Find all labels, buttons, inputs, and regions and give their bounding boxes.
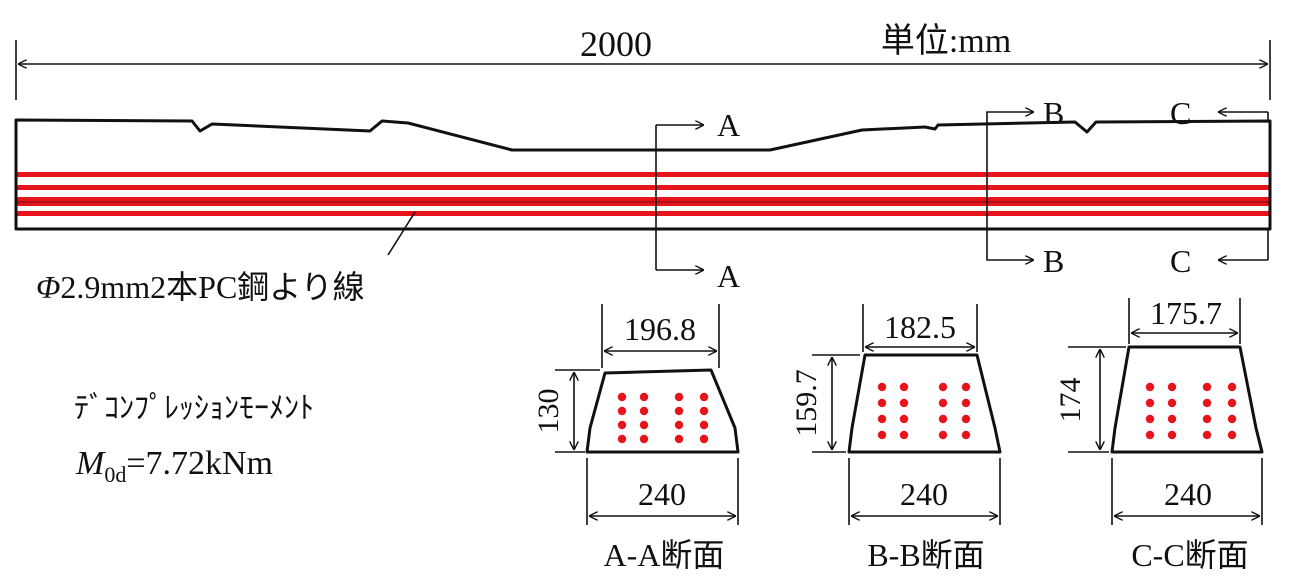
strand-diameter-symbol: Φ (36, 269, 60, 305)
strand-1 (17, 172, 1269, 177)
strand-2 (17, 185, 1269, 190)
beam-outline (14, 118, 1272, 231)
cut-label-b-top: B (1043, 95, 1064, 131)
section-b-height: 159.7 (790, 369, 823, 437)
cut-label-a-bottom: A (717, 258, 740, 294)
moment-subscript: 0d (104, 462, 126, 487)
section-a-top-width: 196.8 (624, 311, 696, 347)
cut-marker-c: C C (1170, 95, 1269, 279)
section-c-bottom-width: 240 (1164, 476, 1212, 512)
decompression-moment: ﾃﾞｺﾝﾌﾟﾚｯｼｮﾝﾓｰﾒﾝﾄ M0d=7.72kNm (74, 392, 314, 487)
section-a-outline (585, 368, 740, 454)
cut-label-c-top: C (1170, 95, 1191, 131)
moment-symbol: M (75, 445, 106, 482)
unit-label: 単位:mm (881, 22, 1011, 60)
section-b-bottom-width: 240 (900, 476, 948, 512)
strand-label: Φ2.9mm2本PC鋼より線 (36, 269, 365, 305)
cut-label-b-bottom: B (1043, 243, 1064, 279)
section-a-height: 130 (532, 389, 565, 434)
moment-formula: M0d=7.72kNm (75, 445, 273, 487)
section-c-strands (1145, 382, 1237, 440)
section-c-height: 174 (1054, 378, 1087, 423)
section-b-title: B-B断面 (867, 537, 984, 573)
section-a-title: A-A断面 (604, 537, 725, 573)
section-c-top-width: 175.7 (1150, 295, 1222, 331)
section-c-outline (1110, 345, 1264, 454)
cut-marker-b: B B (1000, 95, 1064, 279)
section-a-bottom-width: 240 (638, 476, 686, 512)
overall-length-dimension: 2000 単位:mm (15, 22, 1271, 100)
beam-elevation (14, 111, 1272, 261)
section-c-c: 175.7 174 240 C-C断面 (1054, 295, 1264, 573)
pc-strands (17, 172, 1269, 216)
cut-label-a-top: A (717, 107, 740, 143)
section-b-outline (847, 353, 1002, 454)
overall-length-text: 2000 (580, 24, 652, 64)
section-b-top-width: 182.5 (884, 309, 956, 345)
decompression-label: ﾃﾞｺﾝﾌﾟﾚｯｼｮﾝﾓｰﾒﾝﾄ (74, 392, 314, 425)
section-a-a: 196.8 130 240 A-A断面 (532, 304, 740, 573)
section-a-strands (617, 392, 709, 444)
strand-label-text: 2.9mm2本PC鋼より線 (60, 269, 364, 305)
strand-4 (17, 211, 1269, 216)
strand-leader-line (387, 211, 416, 256)
cut-label-c-bottom: C (1170, 243, 1191, 279)
moment-value: =7.72kNm (126, 445, 273, 482)
section-box-b (986, 111, 1000, 261)
section-c-title: C-C断面 (1131, 537, 1248, 573)
section-b-strands (877, 382, 971, 440)
cut-marker-a: A A (655, 107, 740, 294)
strand-callout: Φ2.9mm2本PC鋼より線 (36, 211, 416, 305)
section-b-b: 182.5 159.7 240 B-B断面 (790, 304, 1002, 573)
